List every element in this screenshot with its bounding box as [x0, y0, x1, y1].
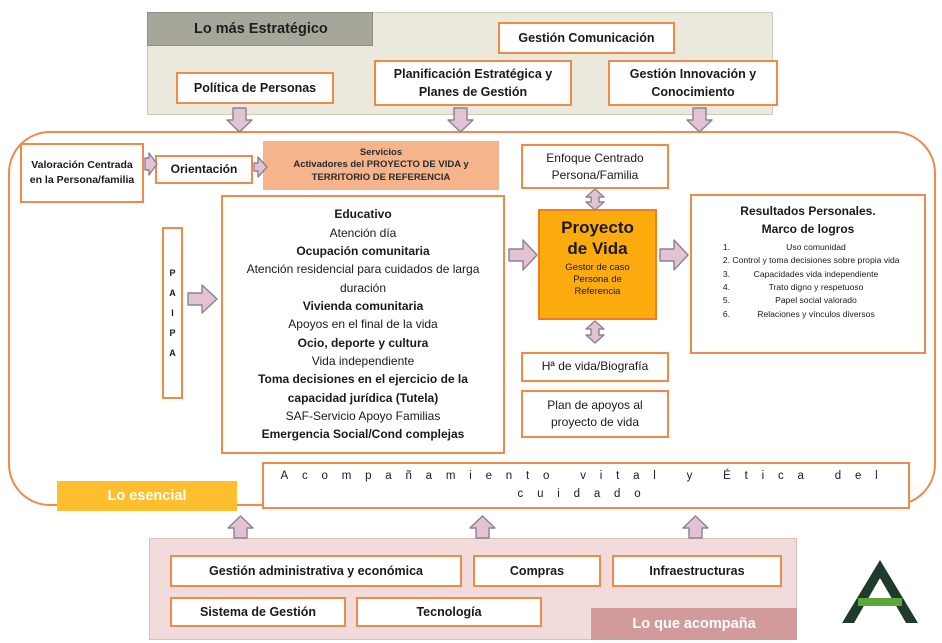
paipa-letter: A: [169, 348, 176, 358]
orientacion-box: Orientación: [155, 155, 253, 184]
servicios-title: Servicios: [359, 146, 403, 158]
strategic-band-title: Lo más Estratégico: [147, 12, 373, 46]
valoracion-box: Valoración Centrada en la Persona/famili…: [20, 143, 144, 203]
acompanamiento-box: Acompañamiento vital y Ética del cuidado: [262, 462, 910, 509]
paipa-letter: P: [169, 328, 176, 338]
plan-apoyos-box: Plan de apoyos al proyecto de vida: [521, 390, 669, 438]
service-item: Emergencia Social/Cond complejas: [261, 427, 465, 442]
down-arrow-icon: [226, 107, 253, 133]
proyecto-vida-subtitle: Gestor de caso Persona de Referencia: [565, 261, 630, 298]
servicios-box: Servicios Activadores del PROYECTO DE VI…: [263, 141, 499, 190]
logro-item: Capacidades vida independiente: [732, 268, 899, 281]
right-arrow-icon: [508, 239, 538, 271]
biografia-box: Hª de vida/Biografía: [521, 352, 669, 382]
resultados-box: Resultados Personales. Marco de logros U…: [690, 194, 926, 354]
compras-box: Compras: [473, 555, 601, 587]
paipa-letter: A: [169, 288, 176, 298]
service-item: SAF-Servicio Apoyo Familias: [285, 409, 441, 424]
service-item: Toma decisiones en el ejercicio de la ca…: [258, 372, 468, 405]
gestion-comunicacion-box: Gestión Comunicación: [498, 22, 675, 54]
resultados-title: Resultados Personales.: [740, 204, 876, 218]
logro-item: Control y toma decisiones sobre propia v…: [732, 254, 899, 267]
service-item: Vida independiente: [311, 354, 415, 369]
proyecto-vida-title: Proyecto de Vida: [561, 218, 634, 259]
up-arrow-icon: [227, 515, 254, 539]
gestion-innovacion-box: Gestión Innovación y Conocimiento: [608, 60, 778, 106]
logro-item: Relaciones y vínculos diversos: [732, 308, 899, 321]
right-arrow-icon: [144, 152, 158, 176]
service-item: Atención residencial para cuidados de la…: [246, 262, 480, 295]
logro-item: Uso comunidad: [732, 241, 899, 254]
gestion-administrativa-box: Gestión administrativa y económica: [170, 555, 462, 587]
right-arrow-icon: [253, 156, 268, 178]
lo-esencial-label: Lo esencial: [57, 481, 237, 511]
double-arrow-icon: [585, 188, 605, 211]
planificacion-estrategica-box: Planificación Estratégica y Planes de Ge…: [374, 60, 572, 106]
right-arrow-icon: [659, 239, 689, 271]
servicios-subtitle: Activadores del PROYECTO DE VIDA y TERRI…: [293, 159, 469, 183]
up-arrow-icon: [469, 515, 496, 539]
paipa-box: P A I P A: [162, 227, 183, 399]
up-arrow-icon: [682, 515, 709, 539]
paipa-letter: I: [171, 308, 174, 318]
lo-que-acompana-label: Lo que acompaña: [591, 608, 797, 640]
politica-personas-box: Política de Personas: [176, 72, 334, 104]
infraestructuras-box: Infraestructuras: [612, 555, 782, 587]
double-arrow-icon: [585, 320, 605, 344]
proyecto-vida-box: Proyecto de Vida Gestor de caso Persona …: [538, 209, 657, 320]
resultados-subtitle: Marco de logros: [761, 222, 855, 236]
paipa-letter: P: [169, 268, 176, 278]
service-item: Vivienda comunitaria: [302, 298, 424, 313]
logro-item: Papel social valorado: [732, 294, 899, 307]
organization-logo-icon: [842, 560, 918, 623]
service-item: Educativo: [334, 207, 392, 222]
right-arrow-icon: [187, 284, 218, 314]
services-list-box: Educativo Atención día Ocupación comunit…: [221, 195, 505, 454]
acompanamiento-text: Acompañamiento vital y Ética del cuidado: [280, 469, 892, 500]
service-item: Ocupación comunitaria: [296, 243, 430, 258]
sistema-gestion-box: Sistema de Gestión: [170, 597, 346, 627]
logros-list: Uso comunidad Control y toma decisiones …: [708, 241, 907, 321]
service-item: Apoyos en el final de la vida: [288, 317, 438, 332]
down-arrow-icon: [447, 107, 474, 133]
service-item: Atención día: [329, 225, 397, 240]
logro-item: Trato digno y respetuoso: [732, 281, 899, 294]
tecnologia-box: Tecnología: [356, 597, 542, 627]
service-item: Ocio, deporte y cultura: [297, 335, 429, 350]
down-arrow-icon: [686, 107, 713, 133]
enfoque-box: Enfoque Centrado Persona/Familia: [521, 144, 669, 189]
